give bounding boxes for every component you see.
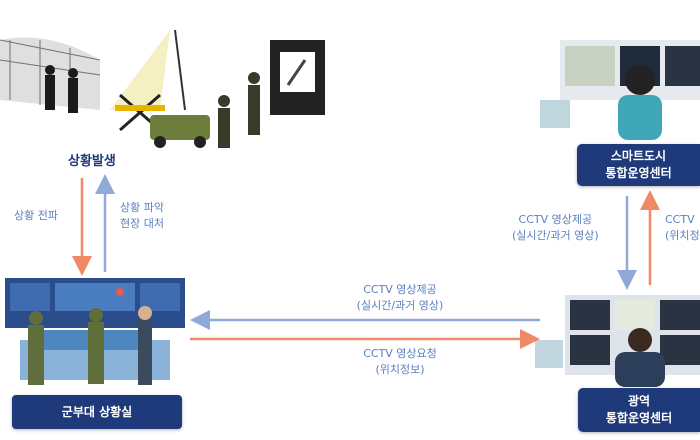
event-title: 상황발생	[68, 154, 116, 169]
smartcity-request-line2: (위치정	[665, 229, 700, 242]
military-room-scene	[5, 278, 185, 385]
smart-city-box: 스마트도시 통합운영센터	[577, 144, 700, 186]
regional-line1: 광역	[627, 394, 651, 408]
center-request-line2: (위치정보)	[375, 363, 425, 376]
smart-city-line1: 스마트도시	[610, 149, 667, 163]
smartcity-request-line1: CCTV	[665, 213, 695, 226]
smart-city-line2: 통합운영센터	[605, 166, 672, 180]
border-fence-scene	[0, 29, 325, 148]
respond-label-line1: 상황 파악	[120, 201, 164, 214]
center-request-label: CCTV 영상요청 (위치정보)	[310, 346, 490, 378]
smartcity-provide-line1: CCTV 영상제공	[518, 213, 593, 226]
respond-label: 상황 파악 현장 대처	[120, 200, 164, 232]
center-provide-line2: (실시간/과거 영상)	[356, 299, 444, 312]
respond-label-line2: 현장 대처	[120, 217, 164, 230]
center-provide-label: CCTV 영상제공 (실시간/과거 영상)	[310, 282, 490, 314]
regional-center-scene	[535, 295, 700, 387]
smartcity-request-label: CCTV (위치정	[665, 212, 700, 244]
smartcity-provide-line2: (실시간/과거 영상)	[512, 229, 599, 242]
center-provide-line1: CCTV 영상제공	[363, 283, 437, 296]
smart-city-scene	[540, 40, 700, 140]
jeep	[150, 115, 210, 140]
operator	[625, 65, 655, 95]
propagate-label: 상황 전파	[14, 209, 58, 222]
military-room-title: 군부대 상황실	[61, 404, 133, 419]
smartcity-provide-label: CCTV 영상제공 (실시간/과거 영상)	[512, 212, 599, 244]
center-request-line1: CCTV 영상요청	[363, 347, 437, 360]
regional-center-box: 광역 통합운영센터	[578, 388, 700, 432]
regional-line2: 통합운영센터	[605, 411, 673, 425]
military-room-box: 군부대 상황실	[12, 395, 182, 429]
